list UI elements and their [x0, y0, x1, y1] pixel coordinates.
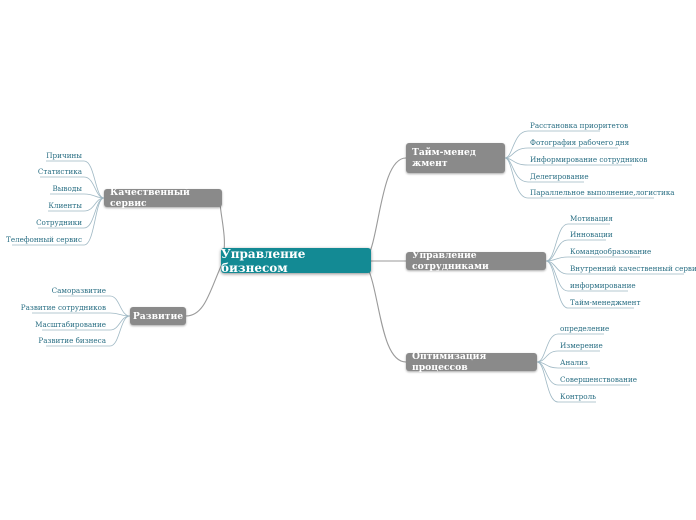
leaf-process-2[interactable]: Анализ — [560, 358, 588, 367]
leaf-time-1[interactable]: Фотография рабочего дня — [530, 138, 630, 147]
leaf-service-0[interactable]: Причины — [46, 151, 82, 160]
branch-quality-service[interactable]: Качественный сервис — [104, 187, 222, 209]
leaf-service-3[interactable]: Клиенты — [48, 201, 82, 210]
leaf-process-0[interactable]: определение — [560, 324, 610, 333]
leaf-dev-0[interactable]: Саморазвитие — [51, 286, 106, 295]
leaf-process-1[interactable]: Измерение — [560, 341, 603, 350]
leaf-dev-2[interactable]: Масштабирование — [35, 320, 106, 329]
leaf-process-4[interactable]: Контроль — [560, 392, 597, 401]
connector-root-dev — [185, 263, 223, 317]
leaf-time-4[interactable]: Параллельное выполнение,логистика — [530, 188, 675, 197]
leaf-service-5[interactable]: Телефонный сервис — [6, 235, 82, 244]
leaf-staff-4[interactable]: информирование — [570, 281, 636, 290]
root-label: Управление бизнесом — [221, 246, 306, 275]
branch-time-management[interactable]: Тайм-менеджмент — [406, 143, 505, 173]
connector-root-process — [365, 263, 407, 363]
branch-label: Тайм-менеджмент — [412, 147, 476, 169]
branch-staff-management[interactable]: Управление сотрудниками — [406, 250, 546, 272]
connector-root-time — [365, 157, 407, 261]
leaf-service-2[interactable]: Выводы — [52, 184, 82, 193]
leaf-staff-2[interactable]: Командообразование — [570, 247, 652, 256]
leaf-time-3[interactable]: Делегирование — [530, 172, 589, 181]
leaf-staff-5[interactable]: Тайм-менеджмент — [570, 298, 641, 307]
branch-development[interactable]: Развитие — [130, 307, 186, 325]
leaf-staff-1[interactable]: Инновации — [570, 230, 613, 239]
leaf-service-4[interactable]: Сотрудники — [36, 218, 82, 227]
leaf-service-1[interactable]: Статистика — [37, 167, 82, 176]
branch-label: Качественный сервис — [110, 187, 190, 209]
leaf-time-0[interactable]: Расстановка приоритетов — [530, 121, 629, 130]
branch-label: Оптимизация процессов — [412, 351, 487, 373]
branch-process-optimization[interactable]: Оптимизация процессов — [406, 351, 537, 373]
leaf-dev-1[interactable]: Развитие сотрудников — [20, 303, 106, 312]
leaf-staff-0[interactable]: Мотивация — [570, 214, 613, 223]
branch-label: Управление сотрудниками — [412, 250, 489, 272]
leaf-process-3[interactable]: Совершенствование — [560, 375, 637, 384]
branch-label: Развитие — [132, 310, 184, 322]
leaf-staff-3[interactable]: Внутренний качественный сервис — [570, 264, 696, 273]
root-node[interactable]: Управление бизнесом — [221, 246, 371, 275]
leaf-time-2[interactable]: Информирование сотрудников — [530, 155, 648, 164]
leaf-dev-3[interactable]: Развитие бизнеса — [38, 336, 106, 345]
